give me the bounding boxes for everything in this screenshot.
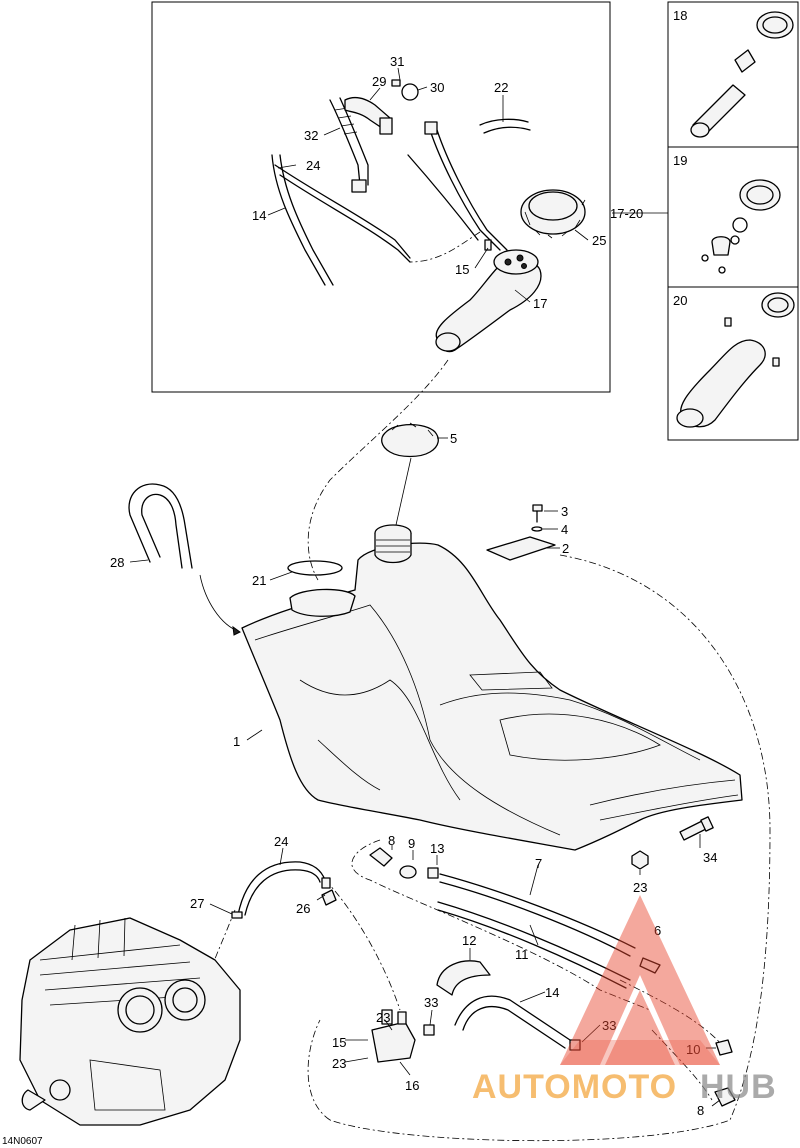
leader-lines	[129, 67, 721, 1107]
callout-10: 10	[686, 1042, 700, 1057]
part-20-frame	[667, 286, 799, 441]
callout-23b: 23	[376, 1010, 390, 1025]
watermark-text-automoto: AUTOMOTO	[472, 1068, 677, 1106]
engine	[19, 917, 241, 1126]
callout-8a: 8	[388, 833, 395, 848]
callout-23a: 23	[633, 880, 647, 895]
part-19-frame	[667, 146, 799, 288]
callout-33b: 33	[602, 1018, 616, 1033]
fuel-tank	[241, 524, 743, 851]
callout-34: 34	[703, 850, 717, 865]
callout-15b: 15	[332, 1035, 346, 1050]
callout-24a: 24	[306, 158, 320, 173]
callout-17: 17	[533, 296, 547, 311]
diagram-reference-code: 14N0607	[2, 1136, 43, 1147]
part-20-pump-body	[676, 292, 795, 428]
callout-9: 9	[408, 836, 415, 851]
fuel-pump-detail-frame	[151, 1, 611, 393]
part-18-filter	[690, 11, 794, 138]
inset-frames	[151, 1, 799, 441]
callout-17-20: 17-20	[610, 206, 643, 221]
callout-18: 18	[673, 8, 687, 23]
callout-11: 11	[515, 947, 529, 962]
watermark-text-hub: HUB	[700, 1068, 777, 1106]
callout-30: 30	[430, 80, 444, 95]
callout-29: 29	[372, 74, 386, 89]
callout-13: 13	[430, 841, 444, 856]
callout-19: 19	[673, 153, 687, 168]
callout-24b: 24	[274, 834, 288, 849]
screw-3-washer-4	[531, 504, 543, 532]
callout-5: 5	[450, 431, 457, 446]
callout-22: 22	[494, 80, 508, 95]
part-19-regulator	[701, 179, 781, 274]
callout-15a: 15	[455, 262, 469, 277]
fuel-lines	[231, 847, 736, 1107]
callout-7: 7	[535, 856, 542, 871]
callout-6: 6	[654, 923, 661, 938]
nut-23-tank	[631, 850, 649, 870]
callout-3: 3	[561, 504, 568, 519]
callout-16: 16	[405, 1078, 419, 1093]
callout-labels: 1 2 3 4 5 6 7 8 8 9 10 11 12 13 14 14 15…	[2, 8, 717, 1147]
callout-2: 2	[562, 541, 569, 556]
callout-8b: 8	[697, 1103, 704, 1118]
callout-28: 28	[110, 555, 124, 570]
bolt-34	[679, 816, 714, 841]
callout-14b: 14	[545, 985, 559, 1000]
watermark-triangle-logo-icon	[560, 895, 720, 1065]
pump-gasket	[287, 560, 343, 576]
vent-hose-28	[128, 483, 241, 636]
fuel-pump-assembly	[271, 79, 586, 353]
callout-1: 1	[233, 734, 240, 749]
callout-26: 26	[296, 901, 310, 916]
callout-21: 21	[252, 573, 266, 588]
callout-27: 27	[190, 896, 204, 911]
callout-32: 32	[304, 128, 318, 143]
callout-20: 20	[673, 293, 687, 308]
automotohub-watermark: AUTOMOTO HUB	[472, 895, 777, 1106]
callout-4: 4	[561, 522, 568, 537]
callout-14a: 14	[252, 208, 266, 223]
callout-31: 31	[390, 54, 404, 69]
fuel-cap	[381, 422, 439, 526]
callout-23c: 23	[332, 1056, 346, 1071]
callout-12: 12	[462, 933, 476, 948]
callout-33a: 33	[424, 995, 438, 1010]
callout-25: 25	[592, 233, 606, 248]
